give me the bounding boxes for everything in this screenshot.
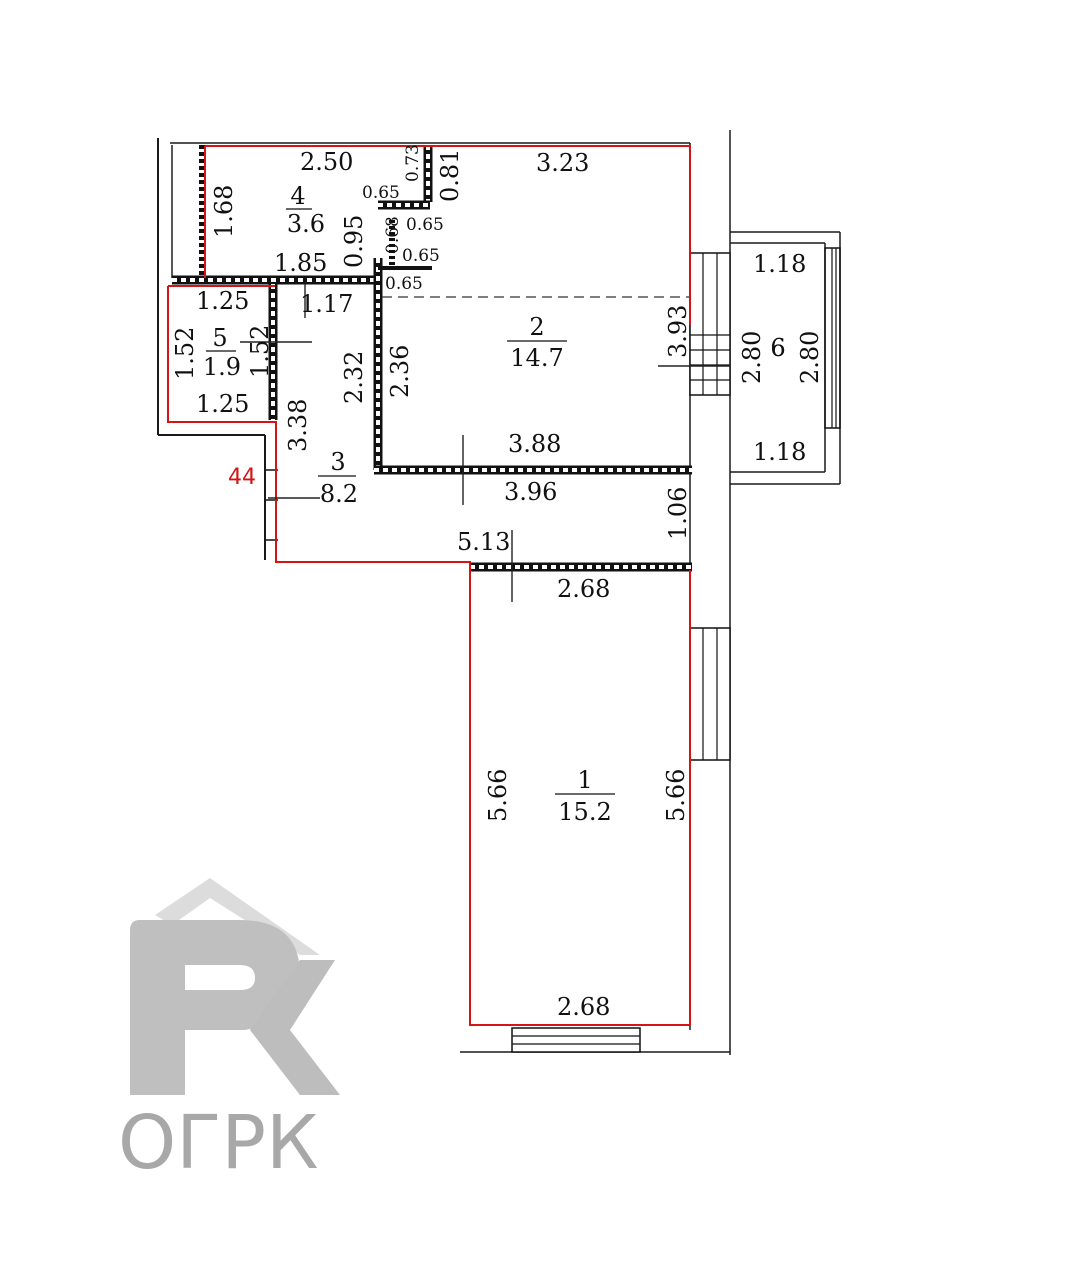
dim-r1-top: 2.68 <box>557 575 610 603</box>
dim-r4-bottom: 1.85 <box>274 249 327 277</box>
room-number: 3 <box>330 448 345 476</box>
dim-r1-right: 5.66 <box>662 769 690 822</box>
dim-r4-left: 1.68 <box>210 185 238 238</box>
dim-r3-top: 1.17 <box>300 290 353 318</box>
window-room1-bottom <box>511 1027 641 1053</box>
room-5-label: 5 1.9 <box>203 324 241 381</box>
room-number: 1 <box>577 766 592 794</box>
dim-r3-long-a: 3.96 <box>504 478 557 506</box>
room-area: 14.7 <box>510 344 563 372</box>
dim-r2-bottom: 3.88 <box>508 430 561 458</box>
window-room1-side <box>689 627 731 761</box>
room-3-label: 3 8.2 <box>318 448 358 508</box>
dim-r2-top: 3.23 <box>536 149 589 177</box>
logo-text: ОГРК <box>118 1100 319 1186</box>
dim-niche-d: 0.65 <box>406 215 444 235</box>
dim-r5-top: 1.25 <box>196 287 249 315</box>
dimension-marks <box>240 283 730 602</box>
room-number: 4 <box>290 182 305 210</box>
room-area: 1.9 <box>203 353 241 381</box>
partitions <box>171 145 692 572</box>
flat-outline <box>167 145 691 1026</box>
dim-balcony-top: 1.18 <box>753 250 806 278</box>
dim-r1-left: 5.66 <box>484 769 512 822</box>
room-4-label: 4 3.6 <box>286 182 325 238</box>
room-number: 5 <box>212 324 227 352</box>
dim-r5-left: 1.52 <box>171 327 199 380</box>
dim-niche-c: 0.65 <box>362 183 400 203</box>
window-room2 <box>689 252 731 396</box>
dim-r2-right: 3.93 <box>664 305 692 358</box>
dimension-labels: 2.50 1.68 0.95 1.85 0.73 0.81 0.65 0.65 … <box>171 144 824 1021</box>
house-rk-logo-icon <box>130 878 340 1095</box>
dim-r4-right: 0.95 <box>340 215 368 268</box>
room-6-label: 6 <box>770 334 785 362</box>
flat-number: 44 <box>228 465 256 490</box>
room-area: 3.6 <box>287 210 325 238</box>
dim-niche-b: 0.81 <box>436 149 464 202</box>
dim-balcony-bottom: 1.18 <box>753 438 806 466</box>
dim-r3-left: 3.38 <box>284 399 312 452</box>
room-number: 2 <box>529 313 544 341</box>
dim-niche-g: 0.65 <box>385 274 423 294</box>
room-1-label: 1 15.2 <box>555 766 615 826</box>
room-area: 8.2 <box>320 480 358 508</box>
dim-r1-bottom: 2.68 <box>557 993 610 1021</box>
dim-r3-right: 1.06 <box>664 487 692 540</box>
dim-r3-long-b: 5.13 <box>457 528 510 556</box>
dim-niche-f: 0.65 <box>402 246 440 266</box>
balcony <box>730 231 841 485</box>
dim-r3-mid: 2.32 <box>340 351 368 404</box>
dim-balcony-inner: 2.80 <box>738 331 766 384</box>
dim-niche-e: 0.68 <box>383 216 403 254</box>
dim-niche-a: 0.73 <box>403 144 423 182</box>
dim-r2-left: 2.36 <box>386 345 414 398</box>
room-area: 15.2 <box>558 798 611 826</box>
dim-r5-bottom: 1.25 <box>196 390 249 418</box>
dim-r5-right: 1.52 <box>246 325 274 378</box>
room-2-label: 2 14.7 <box>507 313 567 372</box>
room-6-number: 6 <box>770 334 785 362</box>
dim-r4-top: 2.50 <box>300 148 353 176</box>
dim-balcony-outer: 2.80 <box>796 331 824 384</box>
